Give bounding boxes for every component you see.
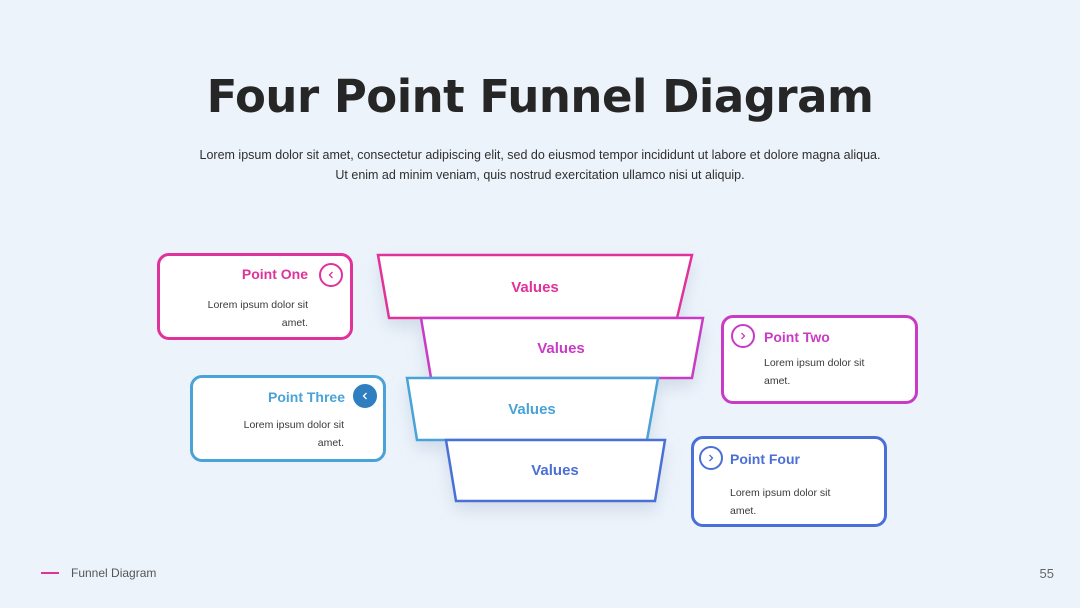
point-three-card: Point Three Lorem ipsum dolor sit amet. <box>190 375 386 462</box>
point-one-title: Point One <box>241 266 308 282</box>
point-one-card: Point One Lorem ipsum dolor sit amet. <box>157 253 353 340</box>
chevron-left-icon[interactable] <box>319 263 343 287</box>
subtitle-line-2: Ut enim ad minim veniam, quis nostrud ex… <box>335 168 745 182</box>
funnel-layer-3: Values <box>405 376 660 442</box>
funnel-layer-1-label: Values <box>511 279 559 296</box>
funnel-layer-4: Values <box>444 438 667 503</box>
funnel-layer-1: Values <box>376 253 694 320</box>
point-two-body-line-2: amet. <box>764 375 791 387</box>
funnel-layer-3-label: Values <box>508 401 556 418</box>
point-four-card: Point Four Lorem ipsum dolor sit amet. <box>691 436 887 527</box>
point-one-body-line-2: amet. <box>281 317 308 329</box>
point-two-card: Point Two Lorem ipsum dolor sit amet. <box>721 315 918 404</box>
point-three-body-line-1: Lorem ipsum dolor sit <box>243 419 344 431</box>
point-three-body-line-2: amet. <box>317 437 344 449</box>
funnel-layer-2: Values <box>419 316 705 380</box>
footer-label: Funnel Diagram <box>71 566 157 580</box>
funnel-layer-4-label: Values <box>531 462 579 479</box>
footer-accent-line <box>41 572 59 574</box>
chevron-left-icon[interactable] <box>353 384 377 408</box>
point-one-body-line-1: Lorem ipsum dolor sit <box>207 299 308 311</box>
point-three-title: Point Three <box>267 389 345 405</box>
point-two-body-line-1: Lorem ipsum dolor sit <box>764 357 865 369</box>
subtitle-line-1: Lorem ipsum dolor sit amet, consectetur … <box>199 148 881 162</box>
point-four-title: Point Four <box>730 451 800 467</box>
point-four-body-line-1: Lorem ipsum dolor sit <box>730 487 831 499</box>
page-title: Four Point Funnel Diagram <box>206 70 874 123</box>
funnel-layer-2-label: Values <box>537 340 585 357</box>
point-four-body-line-2: amet. <box>730 505 757 517</box>
chevron-right-icon[interactable] <box>731 324 755 348</box>
point-two-title: Point Two <box>764 329 830 345</box>
chevron-right-icon[interactable] <box>699 446 723 470</box>
page-number: 55 <box>1039 566 1054 581</box>
